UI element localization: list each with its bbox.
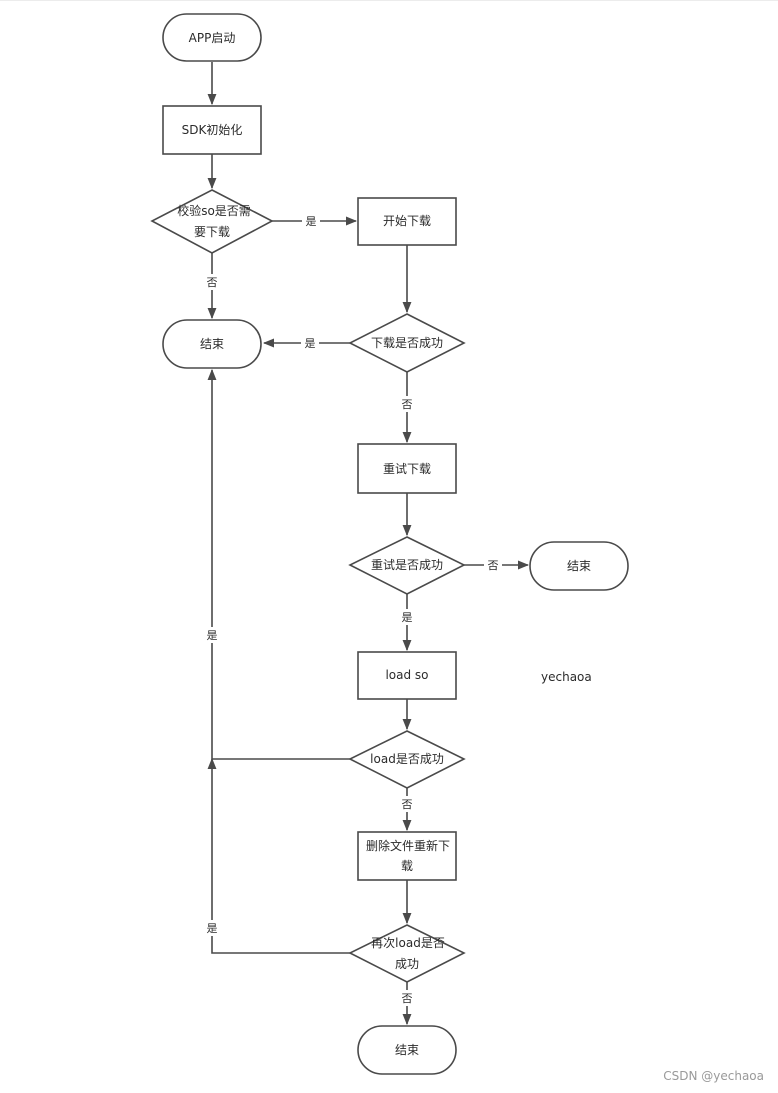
node-sdk-init-label: SDK初始化 (182, 123, 243, 137)
node-reload-ok-label-line2: 成功 (395, 957, 419, 971)
node-load-ok: load是否成功 (348, 730, 466, 789)
label-reload-no: 否 (402, 992, 413, 1005)
node-check-so-label-line2: 要下载 (194, 225, 230, 239)
node-start-download-label: 开始下载 (383, 214, 431, 228)
edges (207, 62, 530, 1026)
label-check-no: 否 (207, 276, 218, 289)
node-reload-ok-label-line1: 再次load是否 (371, 936, 445, 950)
label-download-no: 否 (402, 398, 413, 411)
node-delete-redownload-label-line1: 删除文件重新下 (366, 838, 450, 853)
node-delete-redownload: 删除文件重新下 载 (357, 831, 457, 881)
node-load-so-label: load so (385, 668, 428, 682)
edge-labels: 是 否 是 否 否 是 是 否 是 否 (203, 213, 502, 1006)
label-load-no: 否 (402, 798, 413, 811)
edge-loadok-yes (207, 368, 350, 760)
node-end-1-label: 结束 (200, 337, 224, 351)
node-retry-download: 重试下载 (357, 443, 457, 494)
node-download-ok-label: 下载是否成功 (371, 336, 443, 350)
node-sdk-init: SDK初始化 (162, 105, 262, 155)
node-download-ok: 下载是否成功 (348, 313, 466, 373)
node-app-start: APP启动 (162, 13, 262, 62)
node-end-3-label: 结束 (395, 1043, 419, 1057)
node-app-start-label: APP启动 (189, 31, 236, 45)
node-load-so: load so (357, 651, 457, 700)
label-load-yes: 是 (207, 629, 218, 642)
node-reload-ok: 再次load是否 成功 (348, 924, 466, 983)
node-load-ok-label: load是否成功 (370, 752, 444, 766)
label-download-yes: 是 (305, 337, 316, 350)
node-retry-ok-label: 重试是否成功 (371, 557, 443, 572)
node-retry-ok: 重试是否成功 (348, 536, 466, 595)
node-end-2-label: 结束 (567, 559, 591, 573)
node-end-1: 结束 (162, 319, 262, 369)
node-end-2: 结束 (529, 541, 629, 591)
node-end-3: 结束 (357, 1025, 457, 1075)
label-reload-yes: 是 (207, 922, 218, 935)
top-divider (0, 0, 778, 1)
edge-reload-yes (207, 757, 350, 954)
node-delete-redownload-label-line2: 载 (401, 859, 413, 873)
node-check-so-label-line1: 校验so是否需 (177, 203, 251, 218)
watermark-text: yechaoa (541, 670, 592, 684)
node-check-so: 校验so是否需 要下载 (150, 189, 274, 254)
label-check-yes: 是 (306, 215, 317, 228)
node-retry-download-label: 重试下载 (383, 461, 431, 476)
label-retry-no: 否 (488, 559, 499, 572)
node-start-download: 开始下载 (357, 197, 457, 246)
credit-text: CSDN @yechaoa (663, 1069, 764, 1083)
label-retry-yes: 是 (402, 611, 413, 624)
